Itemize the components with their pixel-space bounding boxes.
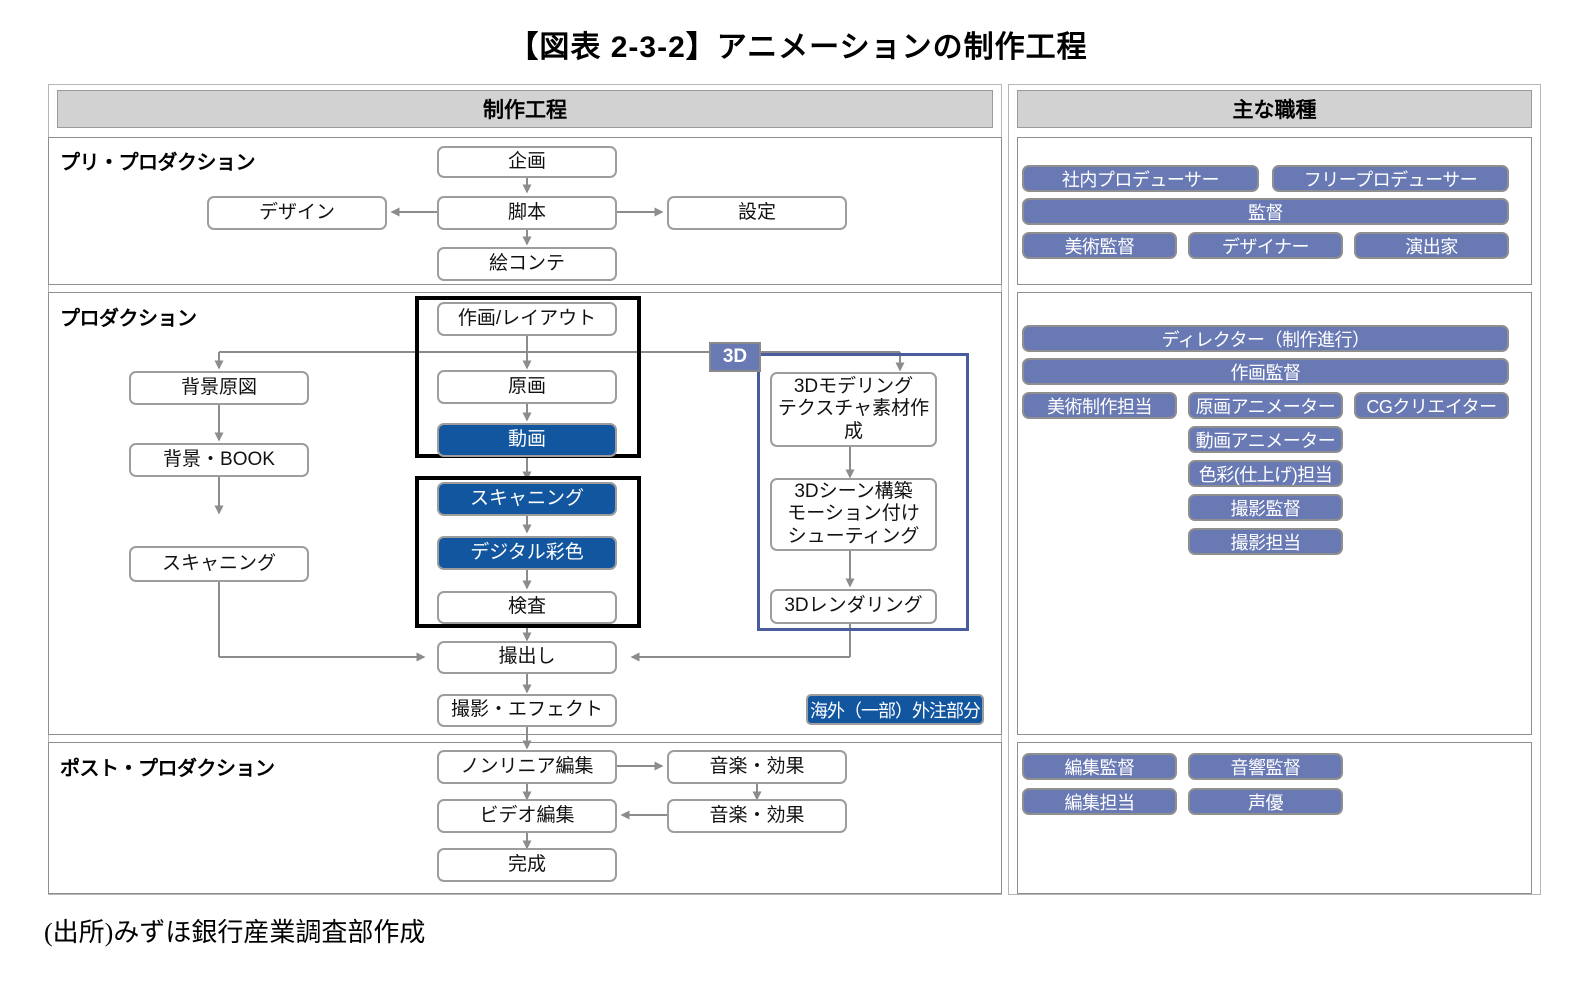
node-digital-saishiki[interactable]: デジタル彩色 bbox=[437, 536, 617, 570]
pill-onkyo-kantoku[interactable]: 音響監督 bbox=[1188, 753, 1343, 780]
pill-shanai-producer[interactable]: 社内プロデューサー bbox=[1022, 165, 1259, 192]
node-3d-rendering[interactable]: 3Dレンダリング bbox=[770, 589, 937, 624]
pill-kantoku[interactable]: 監督 bbox=[1022, 198, 1509, 225]
node-econte[interactable]: 絵コンテ bbox=[437, 247, 617, 281]
node-kensa[interactable]: 検査 bbox=[437, 591, 617, 624]
pill-satsuei-kantoku[interactable]: 撮影監督 bbox=[1188, 494, 1343, 521]
pill-bijutsu-seisaku[interactable]: 美術制作担当 bbox=[1022, 392, 1177, 419]
page-title: 【図表 2-3-2】アニメーションの制作工程 bbox=[508, 31, 1088, 64]
node-haikei-genzu[interactable]: 背景原図 bbox=[129, 371, 309, 405]
node-kyakuhon[interactable]: 脚本 bbox=[437, 196, 617, 230]
node-haikei-book[interactable]: 背景・BOOK bbox=[129, 443, 309, 477]
section-label-pre: プリ・プロダクション bbox=[60, 152, 256, 174]
node-satsuei-effect[interactable]: 撮影・エフェクト bbox=[437, 694, 617, 727]
group-box-3d bbox=[757, 353, 969, 631]
pill-designer[interactable]: デザイナー bbox=[1188, 232, 1343, 259]
pill-shikisai-tantou[interactable]: 色彩(仕上げ)担当 bbox=[1188, 460, 1343, 487]
column-header-process: 制作工程 bbox=[57, 90, 993, 128]
badge-overseas-outsourcing: 海外（一部）外注部分 bbox=[806, 694, 984, 725]
node-douga[interactable]: 動画 bbox=[437, 423, 617, 457]
pill-douga-animator[interactable]: 動画アニメーター bbox=[1188, 426, 1343, 453]
node-sakuga-layout[interactable]: 作画/レイアウト bbox=[437, 302, 617, 336]
node-genga[interactable]: 原画 bbox=[437, 370, 617, 404]
node-ongaku-kouka-2[interactable]: 音楽・効果 bbox=[667, 799, 847, 833]
node-settei[interactable]: 設定 bbox=[667, 196, 847, 230]
pill-sakuga-kantoku[interactable]: 作画監督 bbox=[1022, 358, 1509, 385]
node-kansei[interactable]: 完成 bbox=[437, 848, 617, 882]
badge-3d: 3D bbox=[709, 342, 761, 372]
section-label-prod: プロダクション bbox=[60, 308, 197, 330]
node-nonlinear-edit[interactable]: ノンリニア編集 bbox=[437, 750, 617, 784]
pill-genga-animator[interactable]: 原画アニメーター bbox=[1188, 392, 1343, 419]
pill-bijutsu-kantoku[interactable]: 美術監督 bbox=[1022, 232, 1177, 259]
node-design[interactable]: デザイン bbox=[207, 196, 387, 230]
node-kikaku[interactable]: 企画 bbox=[437, 146, 617, 178]
section-label-post: ポスト・プロダクション bbox=[60, 758, 275, 780]
node-3d-scene[interactable]: 3Dシーン構築 モーション付け シューティング bbox=[770, 478, 937, 551]
node-scanning[interactable]: スキャニング bbox=[437, 482, 617, 516]
pill-seiyu[interactable]: 声優 bbox=[1188, 788, 1343, 815]
pill-director[interactable]: ディレクター（制作進行） bbox=[1022, 325, 1509, 352]
pill-enshutsuka[interactable]: 演出家 bbox=[1354, 232, 1509, 259]
pill-cg-creator[interactable]: CGクリエイター bbox=[1354, 392, 1509, 419]
pill-free-producer[interactable]: フリープロデューサー bbox=[1272, 165, 1509, 192]
node-3d-modeling[interactable]: 3Dモデリング テクスチャ素材作成 bbox=[770, 372, 937, 447]
node-video-edit[interactable]: ビデオ編集 bbox=[437, 799, 617, 833]
pill-satsuei-tantou[interactable]: 撮影担当 bbox=[1188, 528, 1343, 555]
column-header-jobs: 主な職種 bbox=[1017, 90, 1532, 128]
node-satsudashi[interactable]: 撮出し bbox=[437, 641, 617, 674]
pill-henshu-tantou[interactable]: 編集担当 bbox=[1022, 788, 1177, 815]
group-box-digital bbox=[415, 476, 641, 628]
node-ongaku-kouka-1[interactable]: 音楽・効果 bbox=[667, 750, 847, 784]
source-note: (出所)みずほ銀行産業調査部作成 bbox=[44, 918, 426, 947]
node-scanning-bg[interactable]: スキャニング bbox=[129, 546, 309, 582]
pill-henshu-kantoku[interactable]: 編集監督 bbox=[1022, 753, 1177, 780]
